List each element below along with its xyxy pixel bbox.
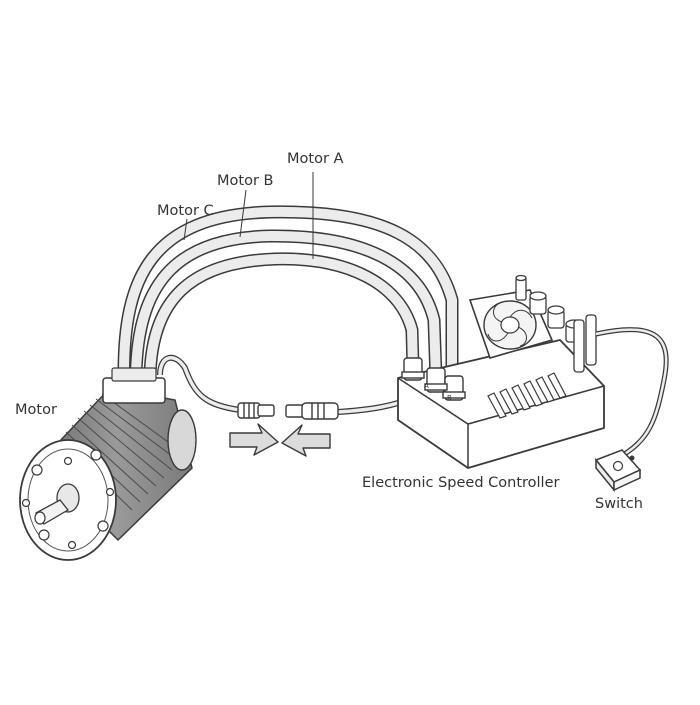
motor-wire-a — [143, 252, 420, 383]
switch-wire — [595, 327, 669, 461]
sensor-wire-motor-side — [157, 354, 241, 413]
label-motor-c: Motor C — [157, 203, 214, 219]
motor-wire-b — [129, 229, 443, 385]
label-esc: Electronic Speed Controller — [362, 475, 560, 491]
electronic-speed-controller: A B — [397, 274, 605, 469]
brushless-motor — [19, 367, 197, 561]
sensor-connector-female — [285, 402, 339, 420]
label-switch: Switch — [595, 496, 643, 512]
label-motor-a: Motor A — [287, 151, 344, 167]
push-together-arrows-icon — [229, 423, 331, 457]
label-motor: Motor — [15, 402, 57, 418]
label-leader-lines — [183, 172, 314, 259]
label-motor-b: Motor B — [217, 173, 274, 189]
svg-text:A: A — [424, 382, 429, 390]
power-switch — [594, 449, 642, 493]
sensor-connector-male — [237, 402, 275, 419]
motor-wire-c — [117, 205, 459, 385]
svg-text:B: B — [447, 394, 452, 402]
